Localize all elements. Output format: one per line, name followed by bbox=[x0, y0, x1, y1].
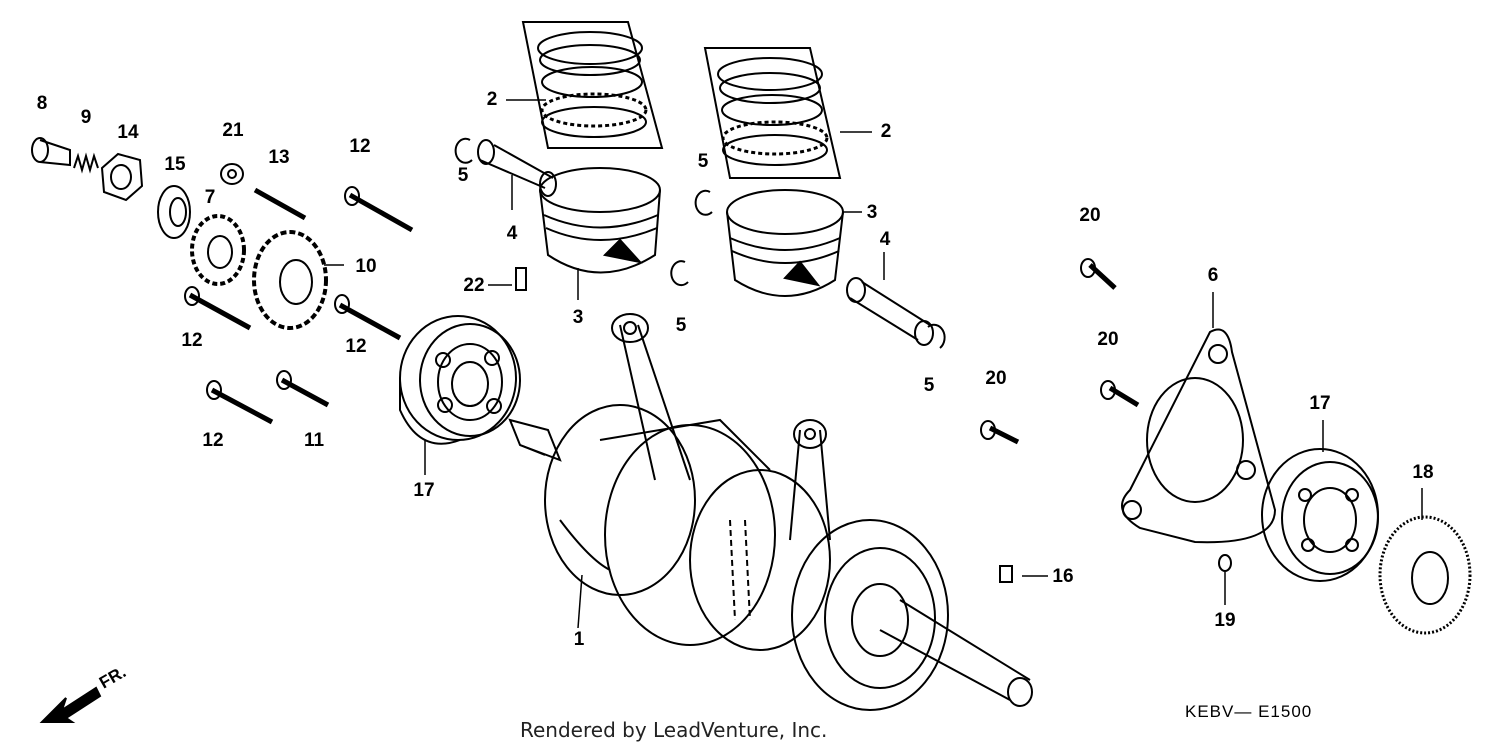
cap-nut[interactable] bbox=[220, 163, 244, 185]
callout-5: 5 bbox=[697, 151, 709, 172]
callout-8: 8 bbox=[36, 93, 48, 114]
callout-12: 12 bbox=[181, 330, 203, 351]
gear-large[interactable] bbox=[252, 230, 328, 330]
piston-pin-left[interactable] bbox=[477, 139, 557, 197]
crankshaft-assembly[interactable] bbox=[508, 313, 1033, 711]
diagram-code: KEBV— E1500 bbox=[1185, 702, 1313, 721]
callout-4: 4 bbox=[879, 229, 891, 250]
callout-3: 3 bbox=[866, 202, 878, 223]
callout-12: 12 bbox=[202, 430, 224, 451]
piston-ring-set-left[interactable] bbox=[521, 21, 664, 149]
callout-11: 11 bbox=[303, 430, 325, 451]
callout-14: 14 bbox=[117, 122, 139, 143]
callout-13: 13 bbox=[268, 147, 290, 168]
callout-17: 17 bbox=[413, 480, 435, 501]
ball-bearing-right[interactable] bbox=[1261, 448, 1379, 582]
piston-pin-clips[interactable] bbox=[454, 137, 946, 349]
screws[interactable] bbox=[980, 258, 1140, 445]
front-arrow-icon bbox=[39, 686, 102, 723]
oil-seal[interactable] bbox=[1378, 515, 1472, 635]
callout-20: 20 bbox=[1079, 205, 1101, 226]
callout-2: 2 bbox=[880, 121, 892, 142]
callout-20: 20 bbox=[985, 368, 1007, 389]
gear-small[interactable] bbox=[190, 214, 246, 286]
render-credit: Rendered by LeadVenture, Inc. bbox=[520, 718, 828, 742]
spring[interactable] bbox=[73, 152, 99, 174]
stud-bolt[interactable] bbox=[253, 187, 307, 221]
callout-20: 20 bbox=[1097, 329, 1119, 350]
callout-18: 18 bbox=[1412, 462, 1434, 483]
dowel-pin-right[interactable] bbox=[999, 565, 1013, 583]
callout-4: 4 bbox=[506, 223, 518, 244]
callout-17: 17 bbox=[1309, 393, 1331, 414]
piston-ring-set-right[interactable] bbox=[703, 47, 842, 179]
flange-bolts[interactable] bbox=[184, 186, 414, 425]
piston-left[interactable] bbox=[539, 167, 661, 274]
callout-5: 5 bbox=[457, 165, 469, 186]
ball-bearing-left[interactable] bbox=[399, 315, 521, 445]
bearing-setting-plate[interactable] bbox=[1121, 328, 1277, 544]
callout-12: 12 bbox=[349, 136, 371, 157]
lock-nut[interactable] bbox=[100, 152, 144, 202]
callout-5: 5 bbox=[675, 315, 687, 336]
callout-19: 19 bbox=[1214, 610, 1236, 631]
callout-9: 9 bbox=[80, 107, 92, 128]
dowel-pin[interactable] bbox=[515, 267, 527, 291]
callout-21: 21 bbox=[222, 120, 244, 141]
oil-bolt[interactable] bbox=[31, 137, 71, 167]
washer[interactable] bbox=[157, 185, 191, 239]
piston-right[interactable] bbox=[726, 189, 844, 297]
callout-5: 5 bbox=[923, 375, 935, 396]
callout-2: 2 bbox=[486, 89, 498, 110]
callout-22: 22 bbox=[463, 275, 485, 296]
small-washer[interactable] bbox=[1218, 554, 1232, 572]
callout-3: 3 bbox=[572, 307, 584, 328]
leader-lines bbox=[324, 99, 1423, 629]
callout-10: 10 bbox=[355, 256, 377, 277]
callout-16: 16 bbox=[1052, 566, 1074, 587]
piston-pin-right[interactable] bbox=[846, 277, 934, 346]
callout-12: 12 bbox=[345, 336, 367, 357]
callout-1: 1 bbox=[573, 629, 585, 650]
callout-15: 15 bbox=[164, 154, 186, 175]
callout-7: 7 bbox=[204, 187, 216, 208]
callout-6: 6 bbox=[1207, 265, 1219, 286]
